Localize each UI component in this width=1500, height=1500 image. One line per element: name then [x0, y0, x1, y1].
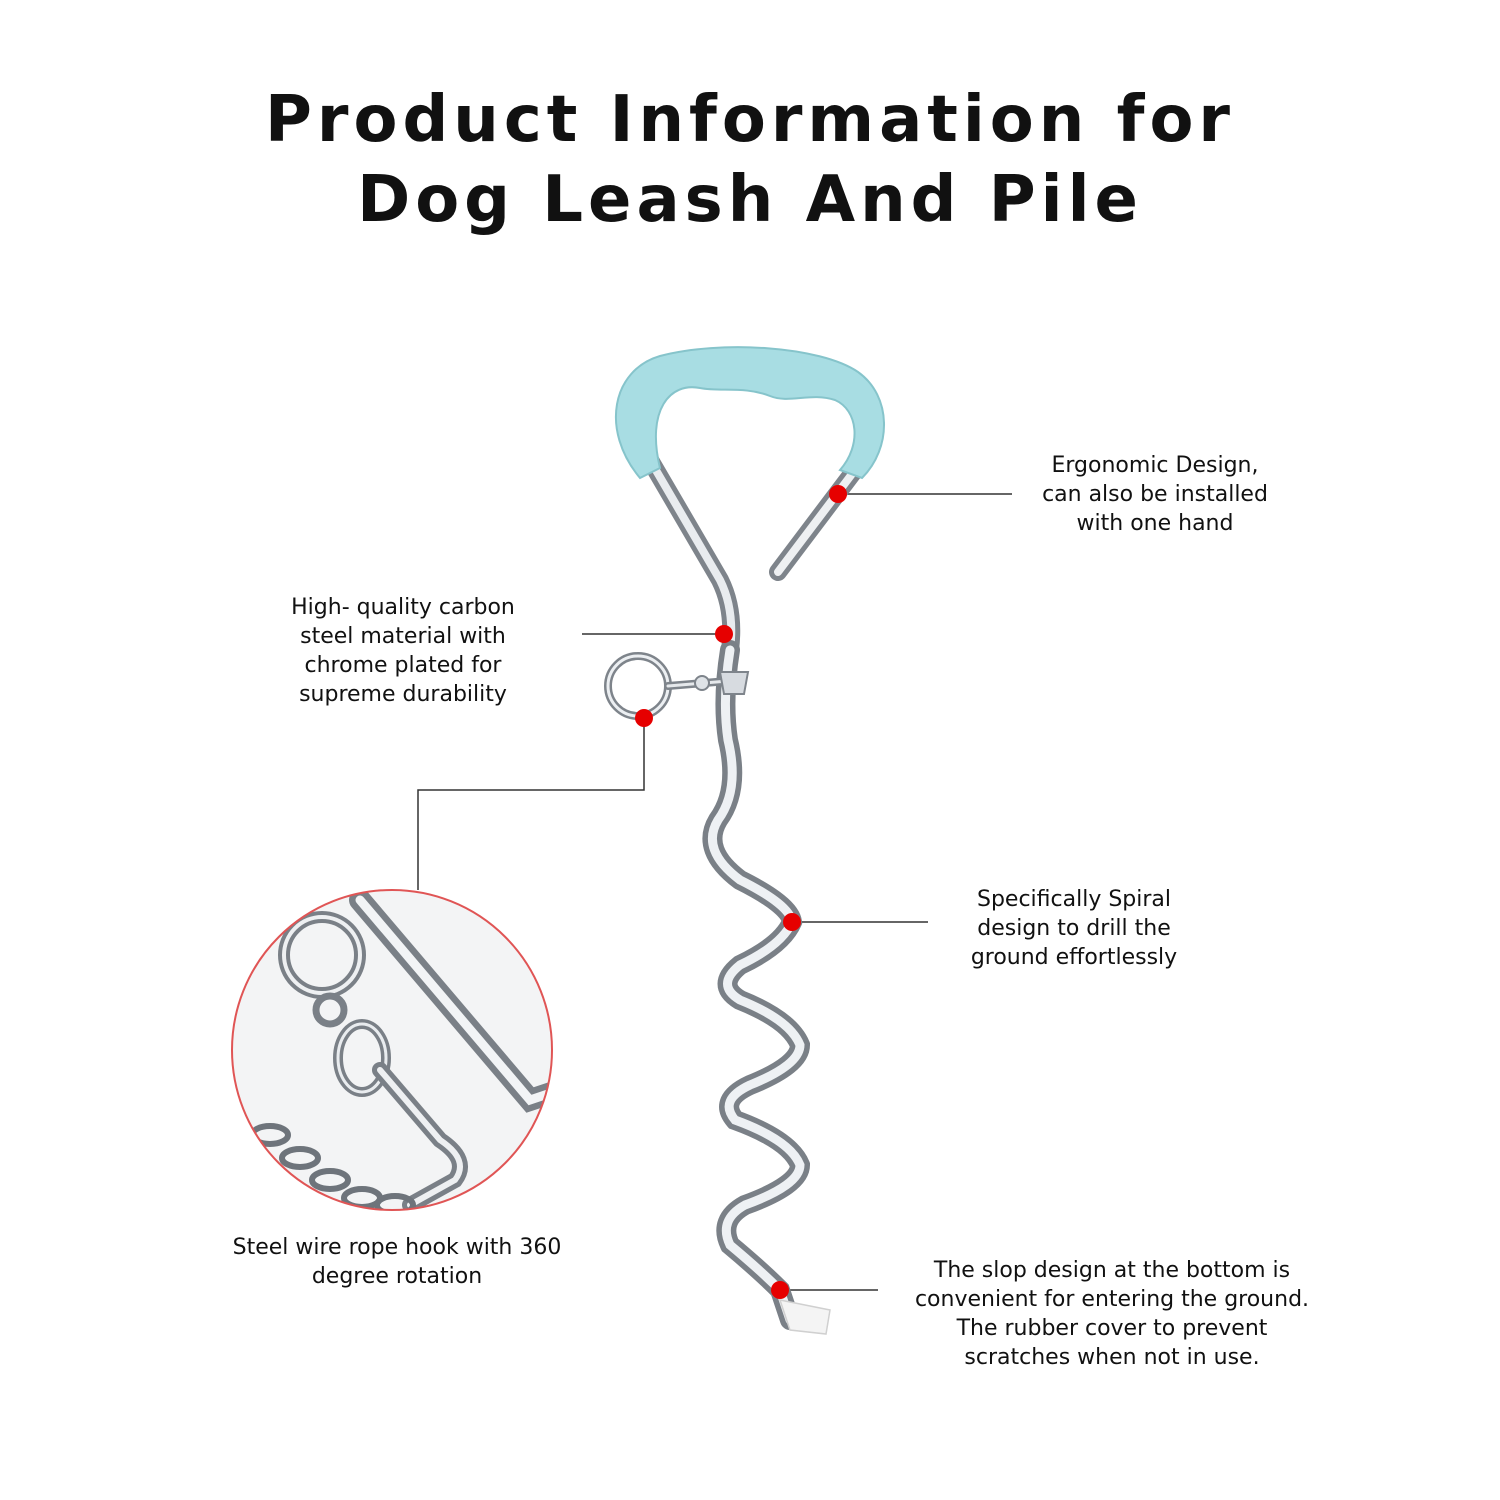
page-title: Product Information for Dog Leash And Pi… [0, 80, 1500, 240]
stake-handle-legs [641, 451, 864, 659]
stake-shaft [702, 640, 811, 1330]
callout-ergonomic: Ergonomic Design, can also be installed … [1042, 453, 1268, 536]
callout-bottom: The slop design at the bottom is conveni… [914, 1258, 1310, 1370]
title-line-2: Dog Leash And Pile [357, 163, 1143, 237]
marker-ergonomic [829, 485, 847, 503]
swivel-ring [604, 652, 750, 720]
leader-lines [417, 493, 1012, 1291]
marker-hook [635, 709, 653, 727]
leader-line-hook [417, 718, 645, 890]
marker-bottom [771, 1281, 789, 1299]
hook-detail-circle [231, 889, 553, 1211]
rubber-cover-tip [778, 1299, 831, 1335]
title-line-1: Product Information for [265, 83, 1235, 157]
marker-spiral [783, 913, 801, 931]
handle-grip [614, 346, 885, 480]
callout-material: High- quality carbon steel material with… [291, 595, 515, 707]
callout-spiral: Specifically Spiral design to drill the … [970, 887, 1178, 970]
callout-markers [635, 485, 847, 1299]
marker-material [715, 625, 733, 643]
callout-hook: Steel wire rope hook with 360 degree rot… [232, 1235, 562, 1289]
